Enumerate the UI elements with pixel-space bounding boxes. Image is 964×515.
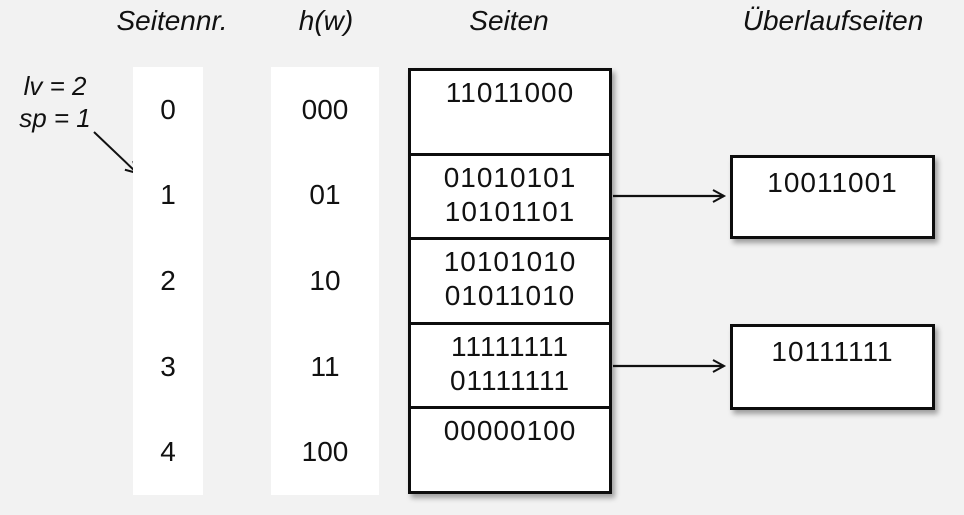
page-number: 1 bbox=[160, 179, 176, 211]
pages-table: 11011000 01010101 10101101 10101010 0101… bbox=[408, 68, 612, 494]
hash-value: 01 bbox=[309, 179, 341, 211]
overflow-value: 10011001 bbox=[767, 167, 898, 198]
column-header-hash-function: h(w) bbox=[298, 5, 354, 36]
page-cell: 00000100 bbox=[411, 406, 609, 491]
state-annotation: lv = 2 sp = 1 bbox=[8, 70, 102, 134]
page-cell: 11011000 bbox=[411, 71, 609, 153]
page-cell: 11111111 01111111 bbox=[411, 321, 609, 407]
column-header-seiten: Seiten bbox=[469, 5, 549, 36]
overflow-arrow-icon bbox=[613, 189, 727, 203]
hash-value: 100 bbox=[301, 436, 349, 468]
lv-annotation: lv = 2 bbox=[23, 71, 87, 101]
record-value: 10101101 bbox=[444, 195, 576, 227]
column-header-ueberlaufseiten: Überlaufseiten bbox=[742, 5, 924, 36]
hash-value: 11 bbox=[310, 350, 340, 382]
hash-value-column: 000 01 10 11 100 bbox=[271, 67, 379, 495]
record-value: 10101010 bbox=[443, 246, 577, 278]
page-cell: 10101010 01011010 bbox=[411, 237, 609, 322]
record-value: 00000100 bbox=[443, 415, 577, 447]
record-value: 11111111 bbox=[450, 330, 570, 362]
record-value: 01011010 bbox=[444, 280, 576, 312]
sp-annotation: sp = 1 bbox=[19, 103, 91, 133]
seitennr-column: 0 1 2 3 4 bbox=[133, 67, 203, 495]
record-value: 01111111 bbox=[449, 364, 571, 396]
record-value: 11011000 bbox=[445, 77, 575, 108]
overflow-value: 10111111 bbox=[771, 336, 894, 367]
page-cell: 01010101 10101101 bbox=[411, 152, 609, 238]
overflow-arrow-icon bbox=[613, 359, 727, 373]
page-number: 0 bbox=[160, 93, 176, 125]
hash-value: 000 bbox=[301, 93, 349, 125]
page-number: 2 bbox=[160, 264, 176, 296]
hash-value: 10 bbox=[309, 264, 341, 296]
record-value: 01010101 bbox=[443, 161, 577, 193]
overflow-page-box: 10011001 bbox=[730, 155, 935, 239]
split-pointer-arrow-icon bbox=[93, 131, 139, 175]
page-number: 3 bbox=[160, 350, 176, 382]
overflow-page-box: 10111111 bbox=[730, 324, 935, 410]
column-header-seitennr: Seitennr. bbox=[116, 5, 228, 36]
page-number: 4 bbox=[160, 436, 176, 468]
